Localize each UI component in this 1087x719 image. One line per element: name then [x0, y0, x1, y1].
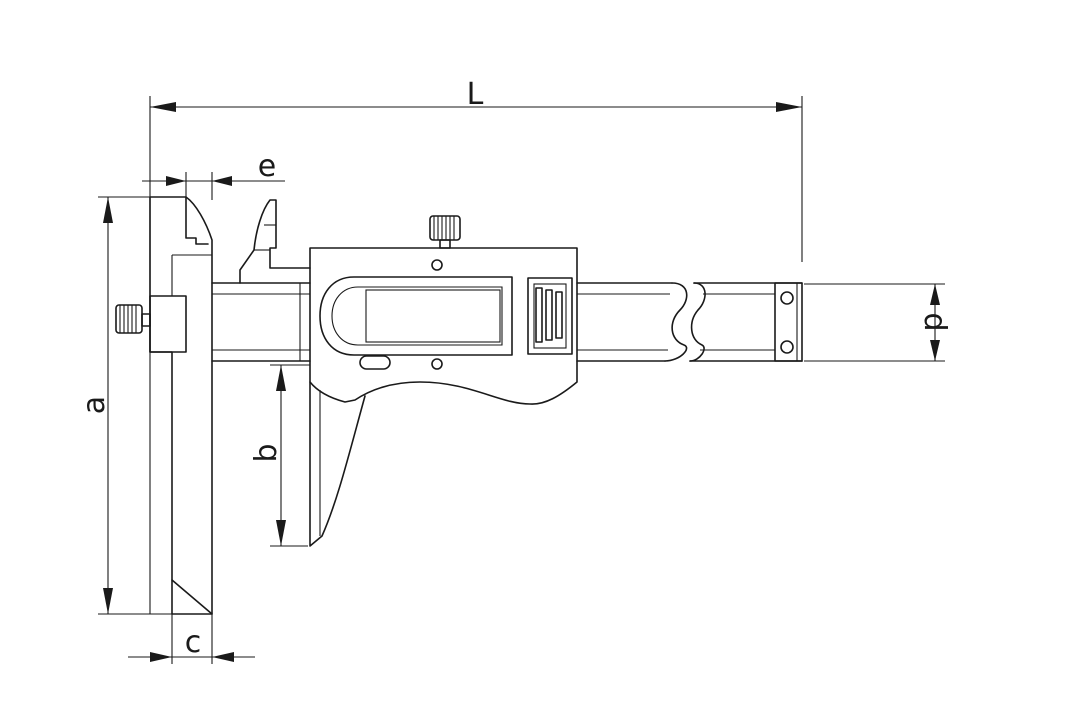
dimension-c-label: c	[185, 625, 202, 660]
dimension-e-label: e	[258, 149, 276, 184]
slider-upper-jaw	[239, 199, 311, 284]
button-3-icon	[555, 291, 563, 339]
fixed-jaw	[141, 196, 213, 615]
thumb-screw-icon	[429, 215, 461, 249]
main-beam	[211, 282, 803, 362]
locking-screw-icon	[115, 304, 143, 334]
button-1-icon	[535, 287, 543, 343]
dimension-L-label: L	[467, 77, 484, 112]
dimension-a-label: a	[77, 396, 112, 414]
dimension-b: b	[249, 364, 310, 547]
dimension-a: a	[77, 196, 212, 615]
slider-body	[309, 247, 578, 405]
control-buttons	[527, 277, 573, 355]
button-2-icon	[545, 289, 553, 341]
dimension-d-label: d	[917, 312, 952, 331]
dimension-e: e	[142, 149, 285, 200]
dimension-L: L	[149, 77, 803, 614]
dimension-b-label: b	[249, 443, 284, 462]
slider-lower-jaw	[309, 381, 366, 547]
dimension-d: d	[804, 283, 952, 362]
dimension-c: c	[128, 614, 255, 664]
display-window	[319, 276, 513, 356]
